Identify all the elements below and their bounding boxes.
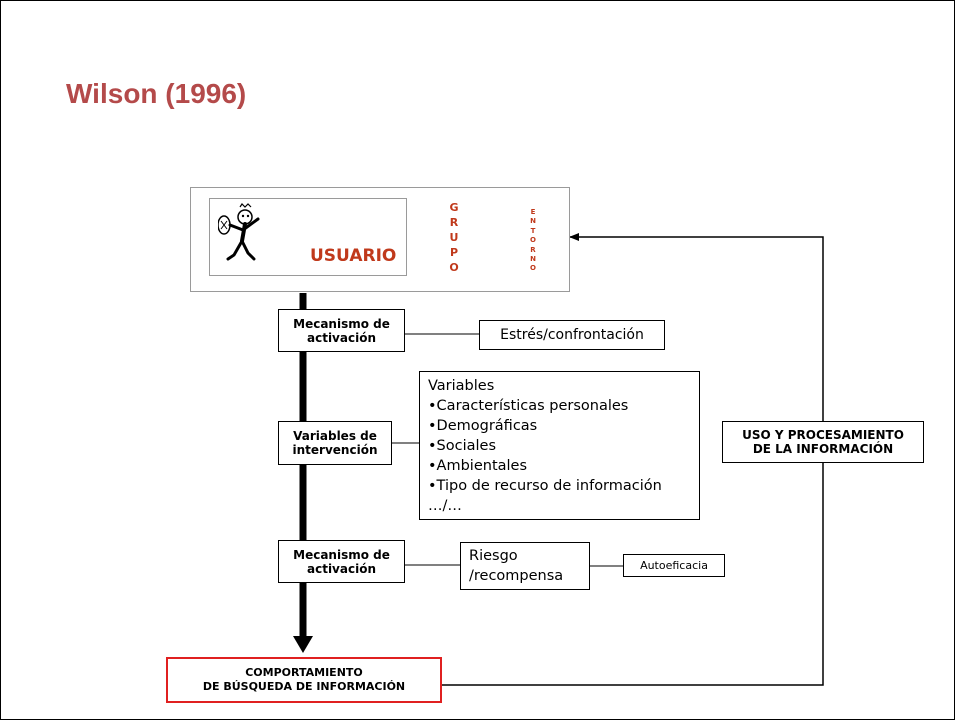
riesgo-line: Riesgo	[469, 548, 518, 564]
comportamiento-line-1: COMPORTAMIENTO	[245, 666, 363, 679]
main-flow-arrowhead	[293, 636, 313, 653]
letter: T	[530, 226, 536, 235]
letter: R	[449, 216, 459, 229]
variables-list-box: Variables •Características personales •D…	[419, 371, 700, 520]
letter: N	[530, 255, 536, 264]
uso-line-2: DE LA INFORMACIÓN	[752, 442, 894, 456]
letter: R	[530, 245, 536, 254]
usuario-label: USUARIO	[310, 246, 397, 266]
variables-list-item: Variables	[428, 378, 495, 394]
mecanismo-activacion-2-box: Mecanismo de activación	[278, 540, 405, 583]
letter: O	[449, 261, 459, 274]
estres-confrontacion-box: Estrés/confrontación	[479, 320, 665, 350]
recompensa-line: /recompensa	[469, 568, 564, 584]
variables-list-item: •Tipo de recurso de información	[428, 478, 662, 494]
letter: E	[530, 208, 536, 216]
variables-list-item: •Características personales	[428, 398, 629, 414]
comportamiento-line-2: DE BÚSQUEDA DE INFORMACIÓN	[202, 680, 406, 693]
uso-procesamiento-box: USO Y PROCESAMIENTO DE LA INFORMACIÓN	[722, 421, 924, 463]
letter: P	[449, 246, 459, 259]
autoeficacia-box: Autoeficacia	[623, 554, 725, 577]
comportamiento-busqueda-box: COMPORTAMIENTO DE BÚSQUEDA DE INFORMACIÓ…	[166, 657, 442, 703]
person-figure-icon	[218, 203, 260, 261]
riesgo-recompensa-box: Riesgo /recompensa	[460, 542, 590, 590]
slide-title: Wilson (1996)	[66, 78, 247, 109]
variables-intervencion-box: Variables de intervención	[278, 421, 392, 465]
letter: U	[449, 231, 459, 244]
variables-list-item: •Demográficas	[428, 418, 538, 434]
variables-list-item: •Ambientales	[428, 458, 528, 474]
letter: N	[530, 217, 536, 226]
variables-list-item: …/…	[428, 498, 462, 514]
uso-line-1: USO Y PROCESAMIENTO	[742, 428, 904, 442]
letter: O	[530, 236, 536, 245]
usuario-inner-box: USUARIO	[209, 198, 407, 276]
letter: G	[449, 201, 459, 214]
letter: O	[530, 264, 536, 273]
variables-list-item: •Sociales	[428, 438, 497, 454]
mecanismo-activacion-1-box: Mecanismo de activación	[278, 309, 405, 352]
